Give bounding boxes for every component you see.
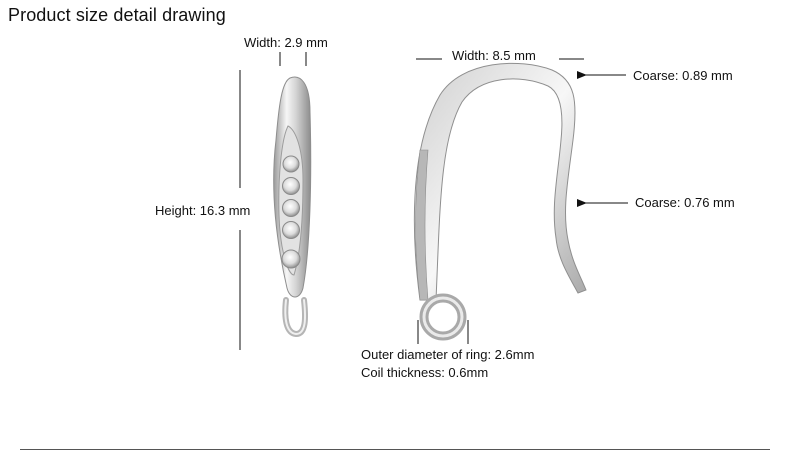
width-large-label: Width: 8.5 mm [452, 48, 536, 63]
height-label: Height: 16.3 mm [155, 203, 251, 218]
coarse-top-label: Coarse: 0.89 mm [633, 68, 733, 83]
bottom-divider [20, 449, 770, 450]
ring-diameter-label: Outer diameter of ring: 2.6mm [361, 347, 535, 362]
hook-earring-side-view [413, 62, 587, 341]
coil-thickness-label: Coil thickness: 0.6mm [361, 365, 489, 380]
small-earring-front-view [273, 76, 312, 338]
page-title: Product size detail drawing [8, 5, 226, 25]
stone-icon [281, 155, 301, 269]
coarse-mid-label: Coarse: 0.76 mm [635, 195, 735, 210]
width-small-label: Width: 2.9 mm [244, 35, 328, 50]
dimension-lines [239, 52, 628, 350]
